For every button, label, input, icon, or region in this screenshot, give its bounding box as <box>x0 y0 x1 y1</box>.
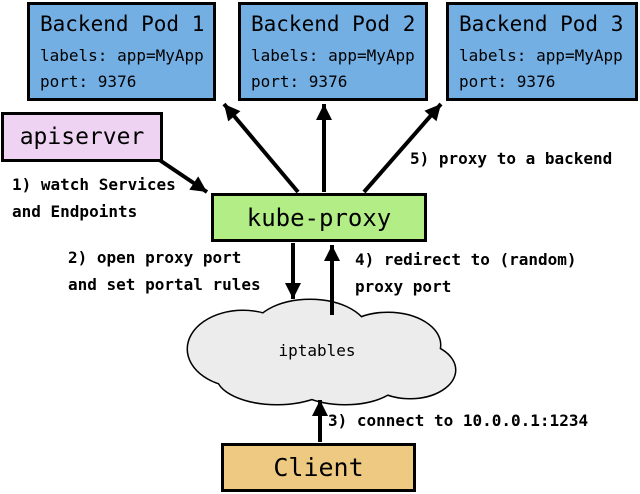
node-backend-pod-2: Backend Pod 2 labels: app=MyApp port: 93… <box>238 2 428 101</box>
iptables-cloud <box>186 298 457 406</box>
client-label: Client <box>273 453 364 482</box>
annotation-step4: 4) redirect to (random) proxy port <box>355 250 577 296</box>
node-client: Client <box>221 443 416 492</box>
pod-labels: labels: app=MyApp <box>40 46 204 65</box>
pod-title: Backend Pod 3 <box>459 12 624 36</box>
node-backend-pod-1: Backend Pod 1 labels: app=MyApp port: 93… <box>27 2 216 101</box>
pod-port: port: 9376 <box>40 72 137 91</box>
pod-port: port: 9376 <box>459 72 556 91</box>
pod-title: Backend Pod 2 <box>251 12 416 36</box>
arrow-watch-services <box>156 157 209 194</box>
apiserver-label: apiserver <box>19 124 145 150</box>
node-backend-pod-3: Backend Pod 3 labels: app=MyApp port: 93… <box>446 2 638 101</box>
annotation-step5: 5) proxy to a backend <box>410 149 613 168</box>
pod-labels: labels: app=MyApp <box>251 46 415 65</box>
annotation-step3: 3) connect to 10.0.0.1:1234 <box>328 411 589 430</box>
node-apiserver: apiserver <box>1 112 163 162</box>
node-kube-proxy: kube-proxy <box>211 193 427 242</box>
pod-port: port: 9376 <box>251 72 348 91</box>
annotation-step1: 1) watch Services and Endpoints <box>12 175 176 221</box>
pod-title: Backend Pod 1 <box>40 12 205 36</box>
annotation-step2: 2) open proxy port and set portal rules <box>68 248 261 294</box>
iptables-label: iptables <box>278 341 356 360</box>
arrow-proxy-to-pod1 <box>222 102 300 194</box>
kube-proxy-label: kube-proxy <box>246 203 392 232</box>
pod-labels: labels: app=MyApp <box>459 46 623 65</box>
diagram-arrows <box>156 102 443 442</box>
arrow-proxy-to-pod3 <box>362 102 443 194</box>
